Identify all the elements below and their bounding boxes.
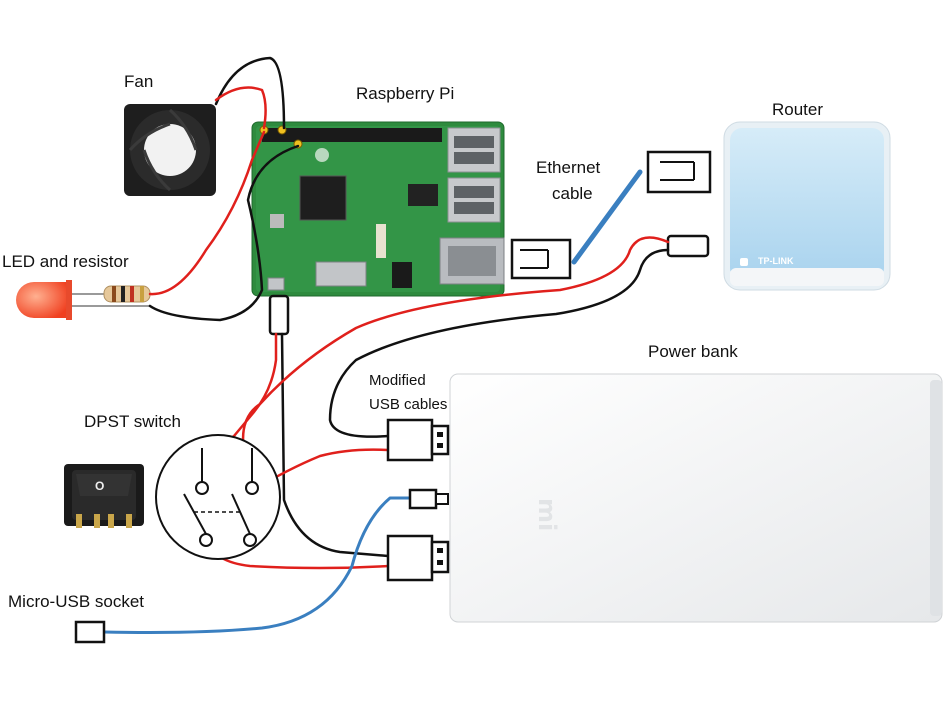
label-dpst-switch: DPST switch — [84, 412, 181, 431]
label-fan: Fan — [124, 72, 154, 91]
pi-black-wire — [280, 332, 390, 558]
fan-black-wire — [214, 56, 286, 130]
router-red-wire — [241, 236, 670, 462]
router-black-wire — [328, 248, 670, 438]
raspberry-logo-icon — [315, 148, 329, 162]
gpio-header — [262, 128, 442, 142]
fan — [124, 104, 216, 196]
rj45-plug-router — [646, 150, 712, 194]
power-bank: mi — [449, 373, 943, 623]
label-ethernet-2: cable — [552, 184, 593, 203]
ethernet-cable — [571, 169, 643, 265]
fan-red-wire — [214, 86, 267, 130]
label-power-bank: Power bank — [648, 342, 738, 361]
pi-micro-usb-port — [267, 277, 285, 291]
usb-port-1 — [447, 127, 501, 173]
usb-plug-upper — [386, 418, 450, 462]
label-ethernet-1: Ethernet — [536, 158, 601, 177]
micro-usb-socket — [74, 620, 106, 644]
led-red-wire — [148, 130, 266, 296]
usb-plug-lower — [386, 534, 450, 582]
power-bank-brand: mi — [533, 498, 561, 531]
micro-usb-plug-powerbank — [408, 488, 449, 510]
label-modified-1: Modified — [369, 372, 426, 389]
led — [16, 282, 67, 318]
label-modified-2: USB cables — [369, 396, 448, 413]
usb-port-2 — [447, 177, 501, 223]
pi-power-plug — [268, 294, 290, 336]
led-black-wire — [148, 144, 300, 322]
soc-chip — [299, 175, 347, 221]
fan-hub-sticker — [144, 124, 196, 176]
svg-text:O: O — [95, 479, 104, 493]
rocker-switch: O — [64, 464, 144, 528]
rj45-plug-pi — [510, 238, 572, 280]
router: TP-LINK — [723, 121, 891, 291]
raspberry-pi-board — [251, 121, 505, 297]
label-raspberry-pi: Raspberry Pi — [356, 84, 455, 103]
label-micro-usb-socket: Micro-USB socket — [8, 592, 145, 611]
audio-jack — [392, 262, 412, 288]
hdmi-port — [315, 261, 367, 287]
router-power-plug — [666, 234, 710, 258]
wires — [102, 56, 710, 634]
router-brand: TP-LINK — [758, 256, 794, 266]
lan-chip — [408, 184, 438, 206]
led-and-resistor — [16, 280, 151, 320]
label-router: Router — [772, 100, 824, 119]
label-led-resistor: LED and resistor — [2, 252, 129, 271]
micro-usb-cable — [102, 496, 412, 634]
dpst-schematic — [155, 434, 281, 560]
